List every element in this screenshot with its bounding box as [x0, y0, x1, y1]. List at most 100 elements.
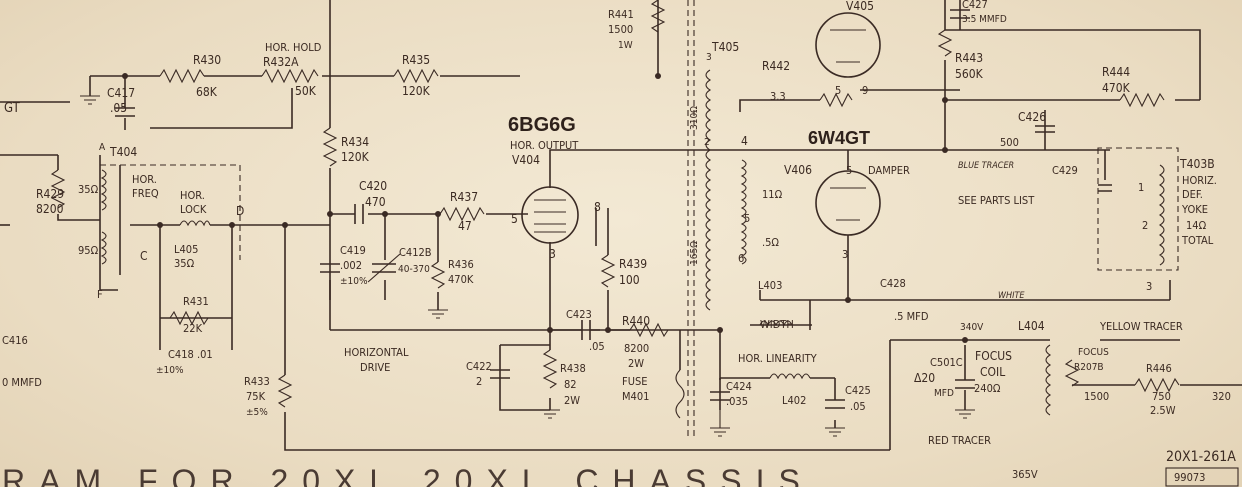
label-horizontal: HORIZONTAL: [344, 346, 409, 359]
label-r429-value: 8200: [36, 202, 64, 216]
label-r437: R437: [450, 190, 478, 204]
label-t405-pin4: 4: [741, 134, 748, 148]
part-number-box: [1165, 467, 1239, 487]
label-c418: C418 .01: [168, 348, 213, 361]
label-r435-value: 120K: [402, 84, 431, 98]
label-r432a-value: 50K: [295, 84, 317, 98]
label-r434-value: 120K: [341, 150, 370, 164]
label-c412b-value: 40-370: [398, 264, 430, 275]
label-hor-b: HOR.: [180, 189, 205, 202]
label-v404: V404: [512, 153, 540, 167]
label-freq: FREQ: [132, 187, 159, 200]
label-f: F: [97, 288, 103, 301]
label-365v: 365V: [1012, 468, 1038, 481]
label-c419-tol: ±10%: [340, 276, 368, 287]
label-r438-watt: 2W: [564, 394, 580, 407]
label-r441-value: 1500: [608, 23, 633, 36]
junction-dots: [122, 73, 968, 343]
label-r441: R441: [608, 8, 634, 21]
label-pin5-v404: 5: [511, 212, 518, 226]
label-def: DEF.: [1182, 188, 1203, 201]
label-c426: C426: [1018, 110, 1046, 124]
label-t405-pin5: 5: [744, 212, 750, 225]
label-6w4gt: 6W4GT: [808, 128, 870, 148]
label-pin3-v404: 3: [549, 247, 556, 261]
label-c422-value: 2: [476, 375, 482, 388]
label-c424: C424: [726, 380, 752, 393]
transformer-cores: [100, 0, 1179, 440]
label-hor-hold: HOR. HOLD: [265, 41, 322, 54]
coils: [100, 69, 1165, 416]
label-r430-value: 68K: [196, 85, 218, 99]
label-c424-value: .035: [726, 395, 748, 408]
label-r444: R444: [1102, 65, 1130, 79]
label-lock: LOCK: [180, 203, 207, 216]
label-blue-tracer: BLUE TRACER: [958, 161, 1014, 171]
label-r432a: R432A: [263, 55, 299, 69]
label-t405-pin2: 2: [704, 137, 710, 148]
label-r437-value: 47: [458, 219, 472, 233]
capacitors: [115, 9, 1112, 409]
label-pin5-v405: 5: [835, 84, 841, 97]
label-t403b: T403B: [1179, 157, 1215, 171]
label-c412b: C412B: [399, 246, 432, 259]
label-hor-output: HOR. OUTPUT: [510, 139, 579, 152]
label-pin9-v405: 9: [862, 84, 868, 97]
label-c501c: C501C: [930, 356, 963, 369]
label-l402: L402: [782, 394, 806, 407]
label-t404-a: A: [99, 142, 106, 153]
label-t404: T404: [109, 145, 137, 159]
label-yoke-pin1: 1: [1138, 181, 1144, 194]
resistors: [50, 0, 1180, 408]
tube-v405: [815, 12, 881, 78]
label-r442-value: 3.3: [770, 90, 786, 103]
label-11-ohm: 11Ω: [762, 188, 783, 201]
label-c416-value: 0 MMFD: [2, 376, 42, 389]
label-r433-value: 75K: [246, 390, 266, 403]
label-damper: DAMPER: [868, 164, 910, 177]
label-fuse: FUSE: [622, 375, 647, 388]
label-c416: C416: [2, 334, 28, 347]
label-c418-tol: ±10%: [156, 365, 184, 376]
diagram-caption: RAM FOR 20XL 20XL CHASSIS: [2, 463, 814, 487]
ground-symbols: [80, 95, 975, 437]
label-r444-value: 470K: [1102, 81, 1131, 95]
label-drawing-number: 20X1-261A: [1166, 449, 1236, 465]
label-310-ohm: 310Ω: [689, 106, 700, 130]
label-r441-watt: 1W: [618, 40, 633, 51]
label-c420: C420: [359, 179, 387, 193]
label-240-ohm: 240Ω: [974, 382, 1001, 395]
label-focus-a: FOCUS: [975, 349, 1012, 363]
label-14-ohm: 14Ω: [1186, 219, 1207, 232]
label-see-parts-list: SEE PARTS LIST: [958, 194, 1035, 207]
label-c426-value: 500: [1000, 136, 1019, 149]
label-r431-value: 22K: [183, 322, 203, 335]
label-c501c-value: Δ20: [914, 371, 935, 385]
label-c422: C422: [466, 360, 492, 373]
vacuum-tubes: [521, 12, 881, 244]
label-340v: 340V: [960, 322, 984, 333]
label-r446-watt: 2.5W: [1150, 404, 1176, 417]
label-pin5-v406: 5: [846, 164, 852, 177]
label-v405: V405: [846, 0, 874, 13]
label-c420-value: 470: [365, 195, 386, 209]
label-v406: V406: [784, 163, 812, 177]
label-c423: C423: [566, 308, 592, 321]
label-mfd: MFD: [934, 388, 954, 399]
label-r430: R430: [193, 53, 221, 67]
label-r442: R442: [762, 59, 790, 73]
tube-v406: [815, 170, 881, 236]
label-c428-value: .5 MFD: [894, 310, 929, 323]
label-hor: HOR.: [132, 173, 157, 186]
label-t405-pin3: 3: [706, 52, 712, 63]
label-r439: R439: [619, 257, 647, 271]
label-l403: L403: [758, 279, 782, 292]
label-drive: DRIVE: [360, 361, 390, 374]
label-6bg6g: 6BG6G: [508, 114, 576, 136]
label-5-ohm: .5Ω: [762, 236, 779, 249]
label-r439-value: 100: [619, 273, 640, 287]
label-r446-value: 750: [1152, 390, 1171, 403]
label-35-ohm: 35Ω: [78, 183, 99, 196]
label-r431: R431: [183, 295, 209, 308]
